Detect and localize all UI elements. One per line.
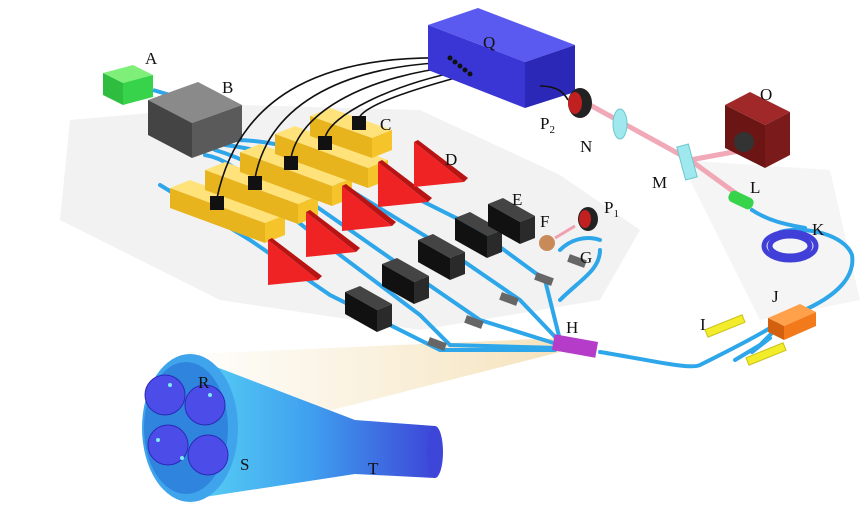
- label-o: O: [760, 85, 772, 104]
- label-j: J: [772, 287, 779, 306]
- label-i: I: [700, 315, 706, 334]
- controller-box: [148, 82, 242, 158]
- collimator-l: [728, 190, 754, 210]
- label-n: N: [580, 137, 592, 156]
- lens-n: [612, 108, 628, 140]
- label-p1-sub: 1: [613, 208, 619, 220]
- fiber-coil: [761, 229, 819, 263]
- label-p2: P2: [540, 114, 555, 136]
- label-r: R: [198, 373, 210, 392]
- label-b: B: [222, 78, 233, 97]
- label-s: S: [240, 455, 249, 474]
- label-l: L: [750, 178, 760, 197]
- fiber-cores-r: [144, 374, 229, 476]
- label-t: T: [368, 459, 379, 478]
- q-cable: [539, 85, 569, 101]
- coupler-j: [768, 304, 816, 340]
- pad-array-i: [704, 314, 787, 366]
- label-d: D: [445, 150, 457, 169]
- modulator-bar: [170, 180, 285, 243]
- label-p2-main: P: [540, 114, 549, 133]
- label-p1: P1: [604, 198, 619, 220]
- label-k: K: [812, 220, 825, 239]
- signal-cables: [216, 57, 471, 199]
- detector-p2: [568, 88, 592, 118]
- detector-p1: [578, 207, 598, 231]
- label-a: A: [145, 49, 158, 68]
- laser-box: [103, 65, 153, 105]
- label-q: Q: [483, 33, 495, 52]
- label-m: M: [652, 173, 667, 192]
- label-p2-sub: 2: [549, 124, 555, 136]
- prism-array: [268, 140, 468, 285]
- laser-o: [725, 92, 790, 168]
- modulator-bar: [310, 108, 392, 158]
- label-f: F: [540, 212, 549, 231]
- mirror-m: [676, 143, 698, 181]
- label-h: H: [566, 318, 578, 337]
- pink-link: [554, 224, 576, 240]
- label-e: E: [512, 190, 522, 209]
- bead-f: [539, 235, 555, 251]
- label-c: C: [380, 115, 391, 134]
- source-box: [428, 8, 575, 108]
- label-g: G: [580, 248, 592, 267]
- electrode-cubes: [210, 116, 366, 210]
- combiner-h: [551, 334, 599, 358]
- label-p1-main: P: [604, 198, 613, 217]
- fiber-connectors: [427, 254, 587, 351]
- labels: A B C D E F G H I J K L M N O P1 P2 Q R …: [145, 33, 825, 478]
- detector-blocks: [345, 198, 535, 332]
